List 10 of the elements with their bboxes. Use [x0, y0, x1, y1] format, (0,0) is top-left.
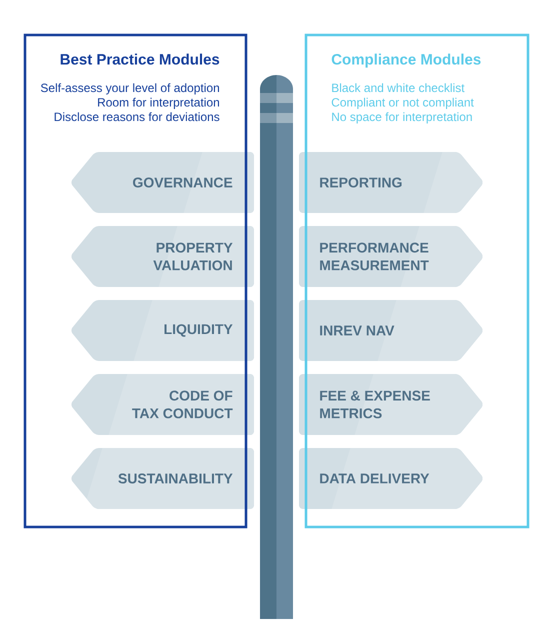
arrow-sign: SUSTAINABILITY	[71, 448, 254, 509]
panel-text: No space for interpretation	[332, 112, 472, 124]
arrow-sign: CODE OF TAX CONDUCT	[71, 374, 254, 435]
panel-text: Room for interpretation	[98, 98, 219, 109]
panel-heading: Compliance Modules	[332, 54, 481, 68]
panel-text: Self-assess your level of adoption	[40, 83, 219, 94]
panel-heading: Best Practice Modules	[60, 54, 220, 65]
panel-text: Disclose reasons for deviations	[54, 112, 220, 122]
panel-text: Black and white checklist	[332, 83, 464, 92]
panel-text: Compliant or not compliant	[332, 98, 474, 109]
